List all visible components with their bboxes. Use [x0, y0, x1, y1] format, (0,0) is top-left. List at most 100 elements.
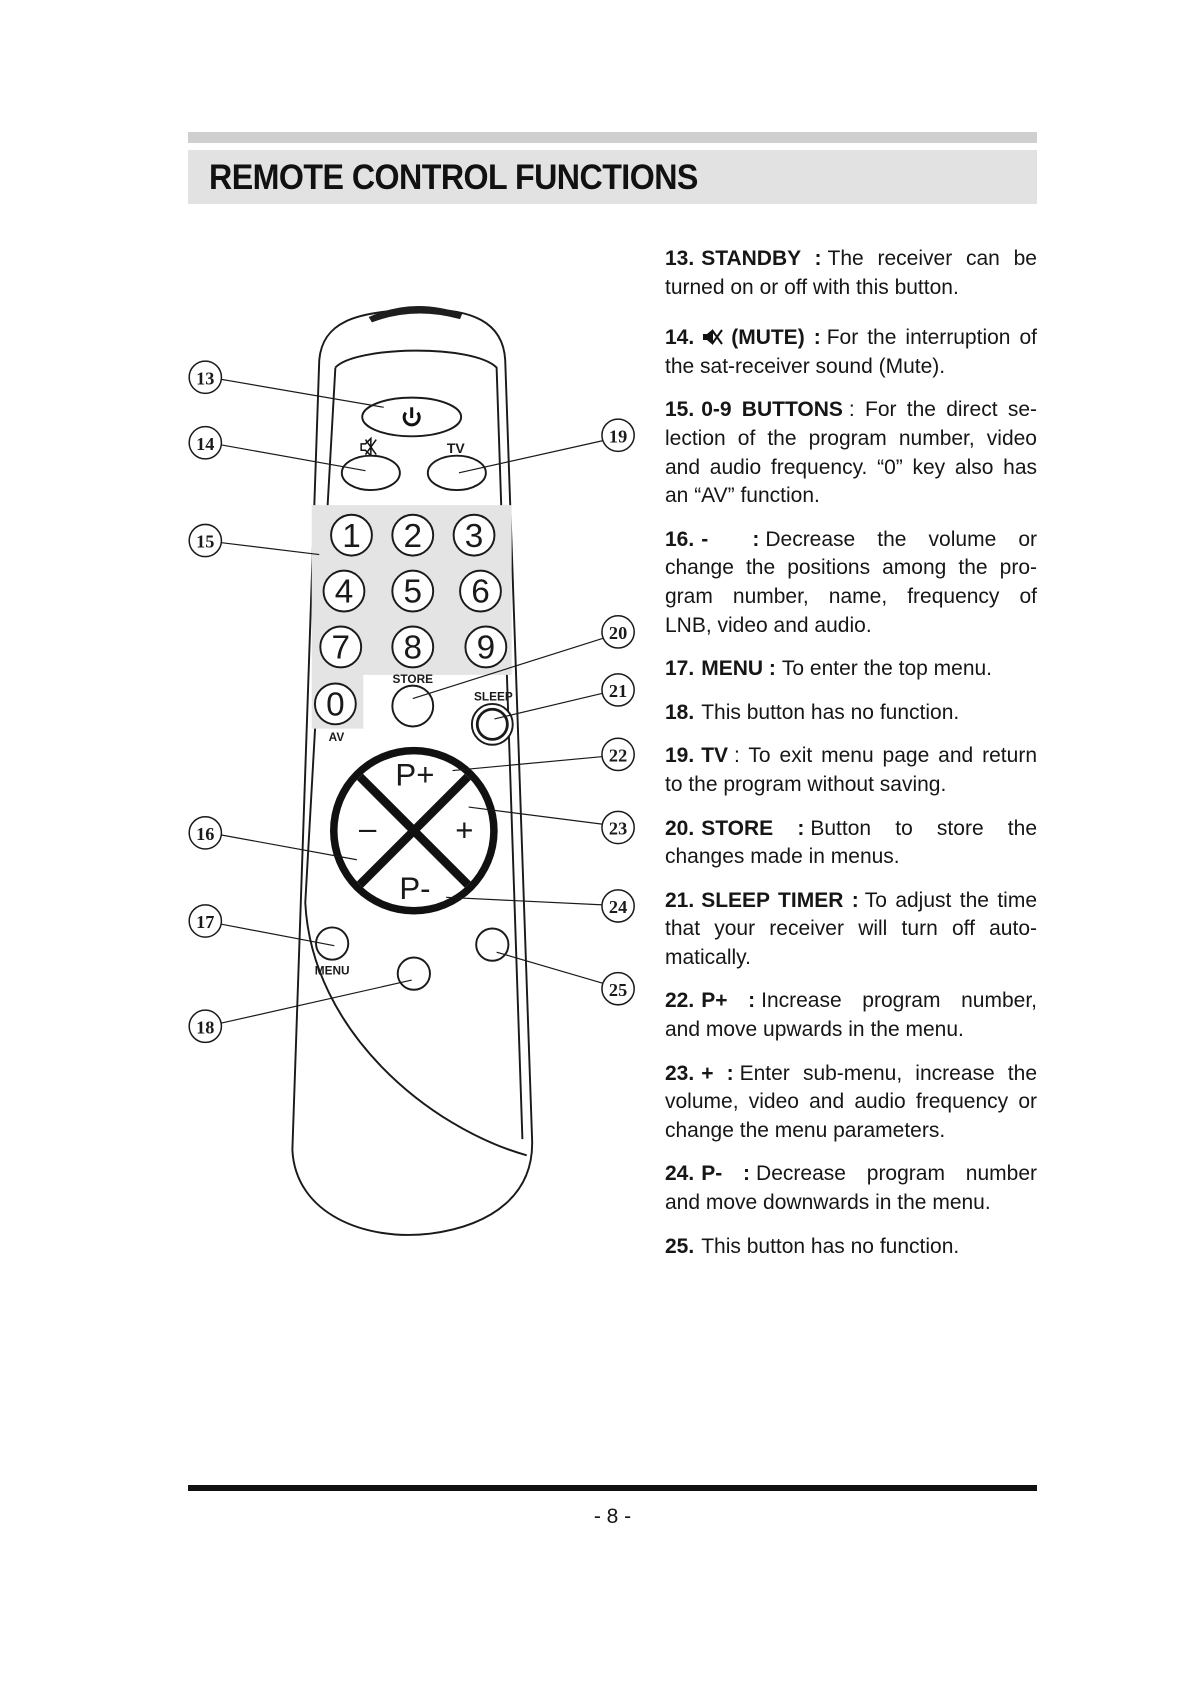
callout-number: 24 — [609, 897, 627, 917]
volume-down-label: – — [359, 811, 377, 846]
function-descriptions: 13.STANDBY :The receiver can be turned o… — [665, 245, 1037, 1276]
item-text: To enter the top menu. — [781, 657, 993, 681]
volume-up-label: + — [455, 813, 473, 848]
item-line: 21.SLEEP TIMER :To adjust the time — [665, 887, 1037, 916]
mute-icon — [703, 329, 724, 346]
item-line: and move upwards in the menu. — [665, 1018, 964, 1042]
item-number: 23. — [665, 1061, 695, 1085]
item-number: 14. — [665, 326, 695, 350]
digit-label: 9 — [477, 630, 496, 667]
item-number: 13. — [665, 247, 695, 270]
item-title: - : — [701, 527, 760, 551]
item-line: change the positions among the pro- — [665, 556, 1037, 580]
digit-button-5: 5 — [391, 569, 435, 613]
item-line: the sat-receiver sound (Mute). — [665, 354, 946, 378]
item-line: gram number, name, frequency of — [665, 584, 1037, 608]
page-title: REMOTE CONTROL FUNCTIONS — [209, 158, 698, 197]
callout-25: 25 — [496, 951, 635, 1006]
callout-15: 15 — [188, 523, 320, 558]
item-text: To adjust the time — [864, 888, 1037, 912]
item-title: MENU : — [701, 657, 776, 681]
item-line: change the menu parameters. — [665, 1118, 946, 1142]
item-line: 23.+ :Enter sub-menu, increase the — [665, 1060, 1037, 1089]
remote-face-outline — [334, 349, 524, 1140]
callout-number: 17 — [196, 912, 214, 932]
program-down-label: P- — [399, 871, 430, 906]
function-item-23: 23.+ :Enter sub-menu, increase the volum… — [665, 1060, 1037, 1146]
callout-number: 22 — [609, 745, 627, 765]
function-item-15: 15.0-9 BUTTONS: For the direct se- lecti… — [665, 396, 1037, 510]
callout-number: 14 — [196, 434, 214, 454]
function-item-16: 16.- :Decrease the volume or change the … — [665, 526, 1037, 640]
item-number: 21. — [665, 888, 695, 912]
item-number: 19. — [665, 744, 695, 768]
item-line: volume, video and audio frequency or — [665, 1090, 1037, 1114]
item-text: : To exit menu page and return — [734, 744, 1037, 768]
callout-number: 25 — [609, 980, 627, 1000]
callout-number: 16 — [196, 824, 214, 844]
item-number: 17. — [665, 657, 695, 681]
item-title: P+ : — [701, 989, 756, 1013]
function-item-20: 20.STORE :Button to store the changes ma… — [665, 815, 1037, 872]
item-line: 13.STANDBY :The receiver can be — [665, 245, 1037, 274]
standby-button — [361, 396, 463, 438]
program-up-label: P+ — [395, 757, 434, 792]
digit-label: 1 — [342, 518, 361, 555]
item-line: 25.This button has no function. — [665, 1233, 1037, 1262]
callout-21: 21 — [494, 673, 635, 720]
item-text: The receiver can be — [827, 247, 1037, 270]
callout-17: 17 — [188, 904, 335, 947]
item-line: matically. — [665, 945, 751, 969]
direction-pad: P+ – + P- — [329, 746, 498, 915]
callout-number: 15 — [196, 532, 214, 552]
function-item-14: 14. (MUTE) :For the interruption of the s… — [665, 324, 1037, 381]
menu-label: MENU — [315, 963, 350, 977]
item-line: 17.MENU :To enter the top menu. — [665, 655, 1037, 684]
store-button: STORE — [391, 672, 435, 728]
item-line: changes made in menus. — [665, 845, 900, 869]
item-text: Decrease program number — [756, 1162, 1038, 1186]
item-line: 20.STORE :Button to store the — [665, 815, 1037, 844]
item-number: 18. — [665, 700, 695, 724]
item-number: 22. — [665, 989, 695, 1013]
callout-number: 19 — [609, 426, 627, 446]
item-text: Increase program number, — [761, 989, 1037, 1013]
item-text: For the interruption of — [826, 326, 1037, 350]
tv-button: TV — [426, 440, 487, 492]
no-function-button-25 — [475, 927, 510, 962]
callout-22: 22 — [452, 737, 635, 772]
remote-body — [291, 308, 534, 1236]
callout-number: 20 — [609, 623, 627, 643]
item-line: 22.P+ :Increase program number, — [665, 987, 1037, 1016]
sleep-button: SLEEP — [470, 689, 514, 746]
callout-number: 23 — [609, 819, 627, 839]
digit-button-7: 7 — [319, 625, 363, 669]
digit-button-8: 8 — [391, 625, 435, 669]
function-item-18: 18.This button has no function. — [665, 699, 1037, 728]
item-title: SLEEP TIMER : — [701, 888, 859, 912]
mute-icon — [360, 436, 377, 458]
power-icon — [402, 407, 421, 427]
function-item-19: 19.TV: To exit menu page and return to t… — [665, 742, 1037, 799]
menu-button: MENU — [315, 926, 350, 977]
item-text: Enter sub-menu, increase the — [739, 1061, 1038, 1085]
no-function-button-18 — [396, 956, 431, 991]
digit-label: 6 — [471, 574, 490, 611]
section-header: REMOTE CONTROL FUNCTIONS — [188, 150, 1037, 204]
callout-number: 18 — [196, 1017, 214, 1037]
item-line: an “AV” function. — [665, 484, 820, 508]
item-line: that your receiver will turn off auto- — [665, 917, 1037, 941]
item-text: This button has no function. — [701, 1234, 960, 1258]
item-title: (MUTE) : — [731, 326, 821, 350]
sleep-label: SLEEP — [474, 689, 513, 703]
digit-label: 5 — [403, 574, 422, 611]
function-item-25: 25.This button has no function. — [665, 1233, 1037, 1262]
item-line: 15.0-9 BUTTONS: For the direct se- — [665, 396, 1037, 425]
item-number: 24. — [665, 1162, 695, 1186]
digit-label: 7 — [331, 630, 350, 667]
item-line: 19.TV: To exit menu page and return — [665, 742, 1037, 771]
item-line: 16.- :Decrease the volume or — [665, 526, 1037, 555]
item-line: LNB, video and audio. — [665, 613, 872, 637]
digit-button-6: 6 — [459, 569, 502, 613]
